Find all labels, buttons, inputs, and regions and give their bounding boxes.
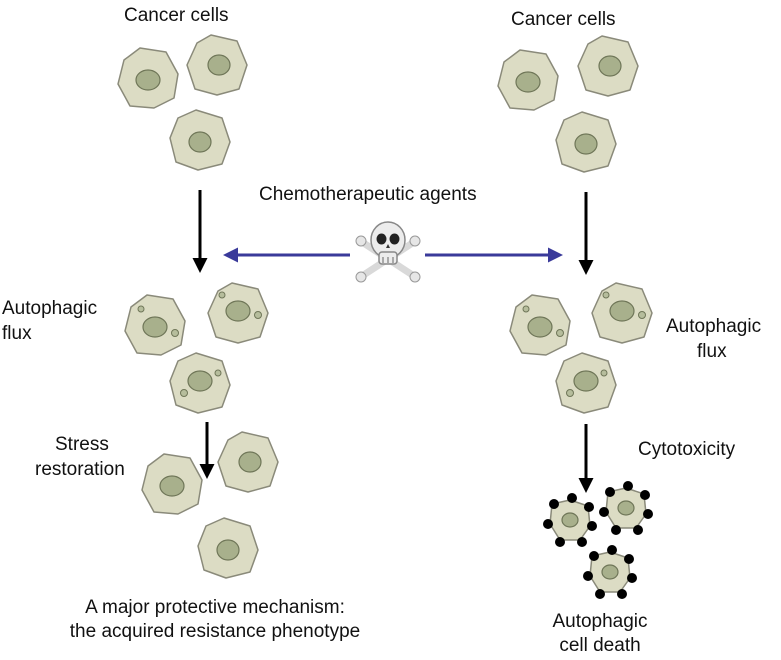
autophagic-cell-death-label-line1: Autophagic (552, 611, 648, 632)
right-cancer-cells-label: Cancer cells (511, 9, 616, 30)
autophagic-cell (555, 352, 617, 414)
cancer-cell (186, 34, 248, 96)
restored-cell (141, 453, 203, 515)
cancer-cell (577, 35, 639, 97)
autophagic-cell (591, 282, 653, 344)
dying-cell (583, 545, 637, 599)
resistance-phenotype-label-line2: the acquired resistance phenotype (69, 621, 361, 642)
left-cancer-cells-group (117, 34, 248, 171)
cancer-cell (497, 49, 559, 111)
cancer-cell (169, 109, 231, 171)
left-autophagic-flux-label-line1: Autophagic (2, 298, 98, 319)
left-restored-cells-group (141, 431, 279, 579)
resistance-phenotype-label-line1: A major protective mechanism: (85, 597, 345, 618)
cytotoxicity-label: Cytotoxicity (638, 439, 736, 460)
skull-and-crossbones-icon (355, 221, 421, 283)
stress-restoration-label-line1: Stress (55, 434, 109, 455)
right-autophagic-flux-label-line1: Autophagic (666, 316, 762, 337)
autophagic-cell (124, 294, 186, 356)
right-autophagic-flux-label-line2: flux (697, 341, 727, 362)
restored-cell (217, 431, 279, 493)
autophagic-cell-death-label-line2: cell death (559, 635, 641, 656)
right-cancer-cells-group (497, 35, 639, 173)
right-dying-cells-group (543, 481, 653, 599)
left-autophagic-flux-label-line2: flux (2, 323, 32, 344)
autophagic-cell (207, 282, 269, 344)
autophagic-cell (509, 294, 571, 356)
restored-cell (197, 517, 259, 579)
dying-cell (543, 493, 597, 547)
left-cancer-cells-label: Cancer cells (124, 5, 229, 26)
dying-cell (599, 481, 653, 535)
left-autophagic-cells-group (124, 282, 269, 414)
cancer-cell (555, 111, 617, 173)
cancer-cell (117, 47, 179, 109)
right-autophagic-cells-group (509, 282, 653, 414)
chemotherapeutic-agents-label: Chemotherapeutic agents (259, 184, 477, 205)
autophagic-cell (169, 352, 231, 414)
stress-restoration-label-line2: restoration (35, 459, 125, 480)
